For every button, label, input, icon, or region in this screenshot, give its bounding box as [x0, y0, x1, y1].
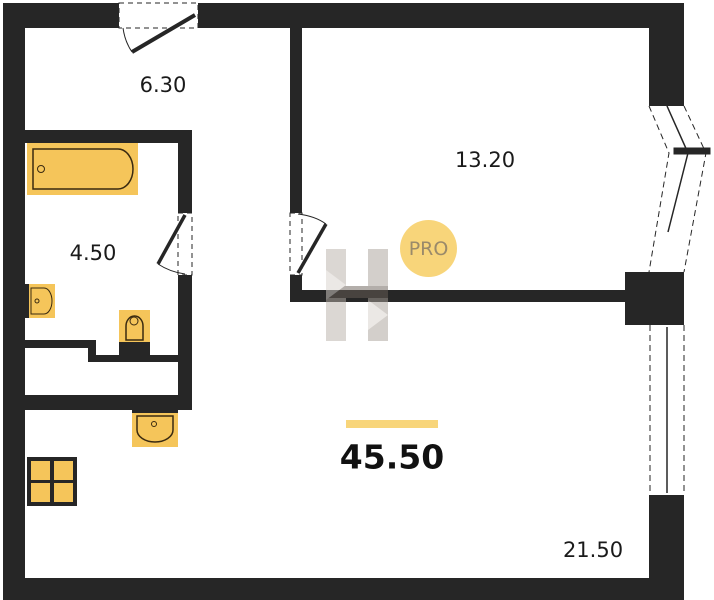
- toilet-icon: [119, 310, 150, 358]
- washbasin-icon: [25, 284, 55, 318]
- bathtub-icon: [27, 143, 138, 195]
- living-kitchen-area-label: 21.50: [562, 538, 624, 562]
- stove-icon: [27, 457, 77, 506]
- hallway-area-label: 6.30: [139, 73, 187, 97]
- pro-badge: PRO: [400, 220, 457, 277]
- kitchen-sink-icon: [132, 408, 178, 447]
- fixtures: [25, 143, 178, 506]
- bedroom-area-label: 13.20: [454, 148, 516, 172]
- bathroom-area-label: 4.50: [69, 241, 117, 265]
- total-area-label: 45.50: [339, 437, 445, 477]
- windows: [648, 105, 711, 495]
- watermark-logo: [326, 249, 388, 341]
- doors: [118, 2, 328, 276]
- total-area-accent-bar: [346, 420, 438, 428]
